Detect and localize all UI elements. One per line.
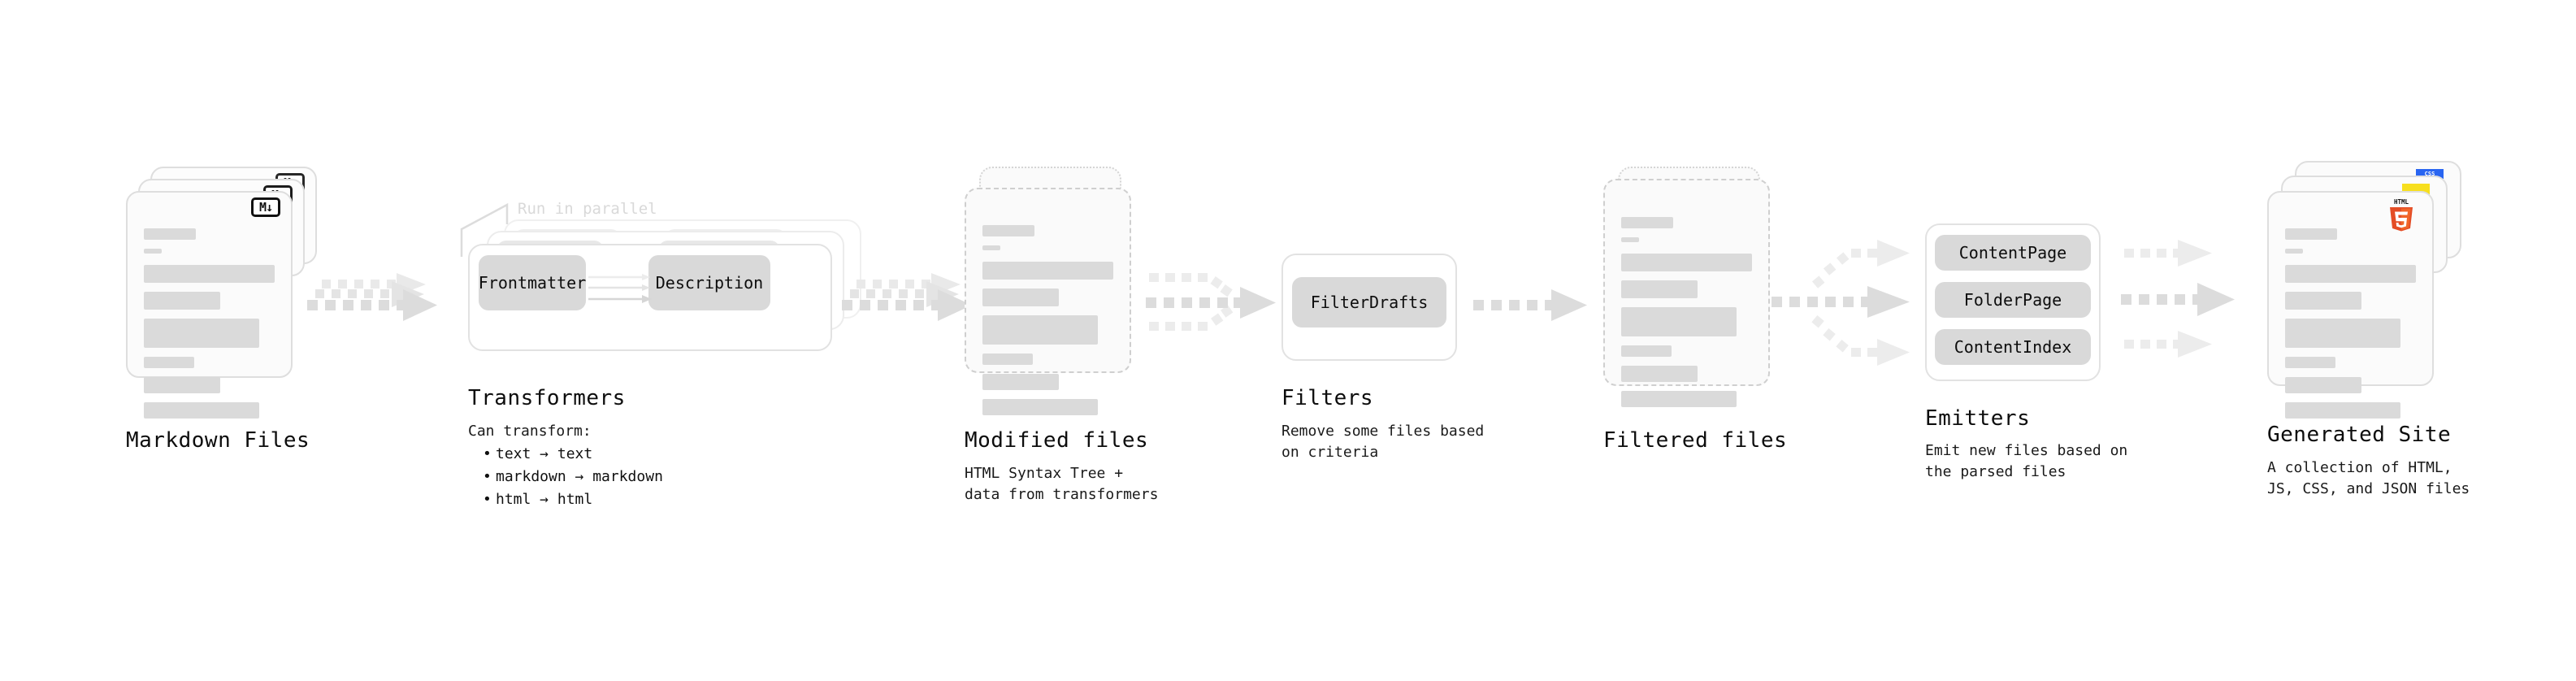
markdown-icon: M↓ — [251, 197, 280, 217]
transformers-title: Transformers — [468, 386, 626, 410]
markdown-files-title: Markdown Files — [126, 428, 310, 453]
emitters-subtitle: Emit new files based on the parsed files — [1925, 442, 2128, 481]
content-bar — [982, 354, 1033, 365]
content-bar — [982, 399, 1098, 415]
transformer-internal-arrows — [588, 274, 653, 313]
modified-files-title: Modified files — [965, 428, 1149, 453]
generated-site-title: Generated Site — [2267, 423, 2452, 447]
content-bar — [982, 288, 1059, 306]
content-bar — [2285, 377, 2361, 393]
generated-site-subtitle: A collection of HTML, JS, CSS, and JSON … — [2267, 459, 2470, 498]
arrow-filtered-to-emitters — [1772, 236, 1918, 373]
content-bar — [144, 319, 259, 348]
content-bar — [1621, 280, 1698, 298]
content-bar — [982, 225, 1034, 236]
content-bar — [982, 315, 1098, 345]
content-bar — [2285, 319, 2400, 348]
arrow-modified-to-filters — [1138, 264, 1280, 357]
content-bar — [1621, 366, 1698, 382]
content-bar — [1621, 237, 1639, 242]
content-bar — [2285, 292, 2361, 310]
arrow-markdown-to-transformers — [307, 273, 437, 349]
filtered-files-title: Filtered files — [1603, 428, 1788, 453]
filters-subtitle: Remove some files based on criteria — [1281, 423, 1485, 462]
run-in-parallel-bracket — [460, 198, 566, 260]
arrow-filters-to-filtered — [1473, 288, 1587, 327]
content-bar — [982, 374, 1059, 390]
content-bar — [2285, 402, 2400, 419]
markdown-card-content — [144, 228, 275, 427]
content-bar — [144, 402, 259, 419]
content-bar — [982, 245, 1000, 250]
content-bar — [2285, 265, 2416, 283]
transformers-bullet: markdown → markdown — [483, 466, 663, 488]
content-bar — [1621, 391, 1737, 407]
arrow-emitters-to-site — [2121, 234, 2251, 367]
modified-files-subtitle: HTML Syntax Tree + data from transformer… — [965, 465, 1159, 504]
content-bar — [144, 357, 194, 368]
transformers-bullet: html → html — [483, 488, 663, 511]
emitter-chip-folderpage[interactable]: FolderPage — [1935, 282, 2091, 318]
run-in-parallel-label: Run in parallel — [518, 200, 657, 218]
filtered-card-content — [1621, 217, 1752, 416]
content-bar — [2285, 357, 2335, 368]
transformer-chip-description[interactable]: Description — [648, 255, 770, 310]
emitters-title: Emitters — [1925, 406, 2031, 431]
content-bar — [1621, 345, 1672, 357]
content-bar — [144, 249, 162, 254]
content-bar — [1621, 307, 1737, 336]
emitter-chip-contentindex[interactable]: ContentIndex — [1935, 329, 2091, 365]
site-card-content — [2285, 228, 2416, 427]
content-bar — [144, 377, 220, 393]
transformers-bullets: text → text markdown → markdown html → h… — [481, 443, 663, 511]
html5-icon: HTML — [2387, 197, 2415, 232]
content-bar — [144, 265, 275, 283]
transformer-chip-frontmatter[interactable]: Frontmatter — [479, 255, 586, 310]
content-bar — [144, 292, 220, 310]
transformers-subtitle: Can transform: — [468, 423, 592, 440]
modified-card-content — [982, 225, 1113, 424]
filter-chip-filterdrafts[interactable]: FilterDrafts — [1292, 277, 1446, 327]
svg-text:HTML: HTML — [2394, 198, 2409, 206]
content-bar — [1621, 254, 1752, 271]
arrow-transformers-to-modified — [842, 273, 972, 349]
content-bar — [2285, 228, 2337, 240]
content-bar — [1621, 217, 1673, 228]
transformers-bullet: text → text — [483, 443, 663, 466]
emitter-chip-contentpage[interactable]: ContentPage — [1935, 235, 2091, 271]
content-bar — [144, 228, 196, 240]
content-bar — [982, 262, 1113, 280]
filters-title: Filters — [1281, 386, 1374, 410]
content-bar — [2285, 249, 2303, 254]
